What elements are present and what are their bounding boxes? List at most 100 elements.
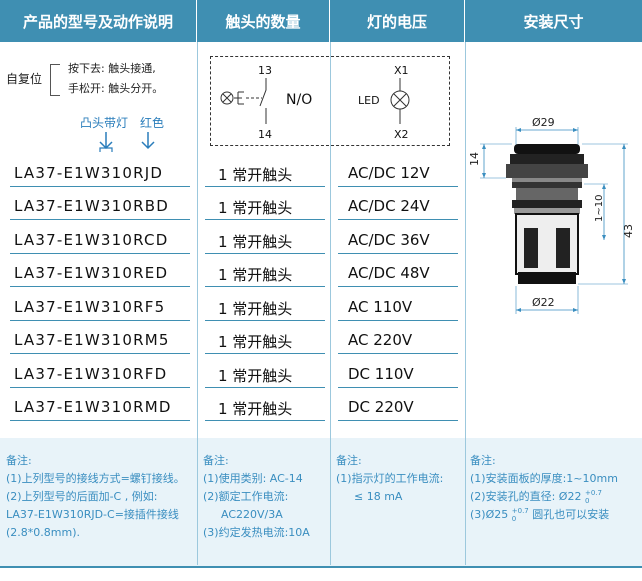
- note-line: (2)安装孔的直径: Ø22 +0.7 0: [470, 488, 640, 506]
- lamp-diagram: LED X1 X2: [358, 64, 410, 141]
- terminal-14-label: 14: [258, 128, 272, 141]
- note-line: AC220V/3A: [221, 508, 283, 521]
- note-line: (2)额定工作电流:: [203, 490, 289, 503]
- note-line: ≤ 18 mA: [354, 490, 403, 503]
- header-model: 产品的型号及动作说明: [0, 0, 197, 42]
- model-code: LA37-E1W310RED: [14, 264, 169, 282]
- row-rule: [205, 420, 325, 421]
- table-row: LA37-E1W310RCD 1 常开触头 AC/DC 36V: [0, 231, 642, 260]
- lamp-voltage: AC/DC 12V: [348, 164, 430, 182]
- table-row: LA37-E1W310RFD 1 常开触头 DC 110V: [0, 365, 642, 394]
- convex-lamp-label: 凸头带灯: [80, 116, 129, 130]
- row-rule: [338, 387, 458, 388]
- model-code: LA37-E1W310RM5: [14, 331, 170, 349]
- row-rule: [10, 320, 190, 321]
- alt-hole-text: (3)Ø25: [470, 508, 509, 521]
- header-contacts: 触头的数量: [197, 0, 330, 42]
- row-rule: [338, 253, 458, 254]
- lamp-voltage: AC/DC 24V: [348, 197, 430, 215]
- header-dimensions: 安装尺寸: [523, 12, 584, 31]
- note-line: (3)Ø25 +0.7 0 圆孔也可以安装: [470, 506, 640, 524]
- header-voltage: 灯的电压: [330, 0, 465, 42]
- row-rule: [205, 387, 325, 388]
- self-reset-label: 自复位: [6, 72, 43, 86]
- table-row: LA37-E1W310RMD 1 常开触头 DC 220V: [0, 398, 642, 427]
- row-rule: [338, 219, 458, 220]
- contact-count: 1 常开触头: [218, 199, 293, 217]
- row-rule: [205, 320, 325, 321]
- no-mode-label: N/O: [286, 92, 312, 108]
- note-line: (1)使用类别: AC-14: [203, 472, 303, 485]
- lamp-voltage: AC 110V: [348, 298, 413, 316]
- bottom-rule: [0, 566, 642, 568]
- dim-panel-range: 1~10: [594, 195, 605, 222]
- dim-height-14: 14: [468, 152, 481, 166]
- notes-column-3: 备注: (1)指示灯的工作电流: ≤ 18 mA: [336, 452, 464, 506]
- row-rule: [10, 186, 190, 187]
- contact-count: 1 常开触头: [218, 300, 293, 318]
- tolerance-plus: +0.7: [584, 489, 602, 497]
- note-title: 备注:: [203, 454, 229, 467]
- table-row: LA37-E1W310RM5 1 常开触头 AC 220V: [0, 331, 642, 360]
- row-rule: [10, 253, 190, 254]
- tolerance-zero: 0: [511, 515, 517, 523]
- lamp-voltage: AC 220V: [348, 331, 413, 349]
- contact-count: 1 常开触头: [218, 166, 293, 184]
- contact-count: 1 常开触头: [218, 333, 293, 351]
- table-row: LA37-E1W310RF5 1 常开触头 AC 110V: [0, 298, 642, 327]
- row-rule: [338, 186, 458, 187]
- column-divider: [197, 42, 198, 565]
- row-rule: [205, 186, 325, 187]
- row-rule: [205, 253, 325, 254]
- tolerance-plus: +0.7: [511, 507, 529, 515]
- brace-bracket: [50, 64, 60, 96]
- row-rule: [10, 420, 190, 421]
- led-label: LED: [358, 94, 380, 107]
- row-rule: [205, 219, 325, 220]
- row-rule: [205, 286, 325, 287]
- terminal-x1-label: X1: [394, 64, 409, 77]
- hole-diameter-text: (2)安装孔的直径: Ø22: [470, 490, 582, 503]
- row-rule: [338, 420, 458, 421]
- model-code: LA37-E1W310RBD: [14, 197, 170, 215]
- row-rule: [10, 219, 190, 220]
- lamp-voltage: AC/DC 48V: [348, 264, 430, 282]
- note-line: (1)安装面板的厚度:1~10mm: [470, 472, 618, 485]
- row-rule: [10, 353, 190, 354]
- terminal-13-label: 13: [258, 64, 272, 77]
- table-row: LA37-E1W310RED 1 常开触头 AC/DC 48V: [0, 264, 642, 293]
- model-code: LA37-E1W310RJD: [14, 164, 164, 182]
- release-text: 手松开: 触头分开。: [68, 82, 164, 95]
- table-header: 产品的型号及动作说明 触头的数量 灯的电压 安装尺寸: [0, 0, 642, 42]
- table-row: LA37-E1W310RJD 1 常开触头 AC/DC 12V: [0, 164, 642, 193]
- contact-count: 1 常开触头: [218, 367, 293, 385]
- tolerance: +0.7 0: [512, 507, 529, 523]
- note-line: (2.8*0.8mm).: [6, 526, 80, 539]
- action-description: 自复位 按下去: 触头接通, 手松开: 触头分开。 凸头带灯 红色: [0, 42, 197, 162]
- wiring-diagram: [210, 56, 450, 146]
- column-divider: [330, 42, 331, 565]
- notes-column-4: 备注: (1)安装面板的厚度:1~10mm (2)安装孔的直径: Ø22 +0.…: [470, 452, 640, 524]
- contact-count: 1 常开触头: [218, 266, 293, 284]
- row-rule: [205, 353, 325, 354]
- model-code: LA37-E1W310RF5: [14, 298, 166, 316]
- notes-column-1: 备注: (1)上列型号的接线方式=螺钉接线。 (2)上列型号的后面加-C , 例…: [6, 452, 196, 542]
- table-row: LA37-E1W310RBD 1 常开触头 AC/DC 24V: [0, 197, 642, 226]
- model-code: LA37-E1W310RFD: [14, 365, 168, 383]
- note-line: (1)上列型号的接线方式=螺钉接线。: [6, 472, 185, 485]
- tolerance-zero: 0: [584, 497, 590, 505]
- dim-height-43: 43: [622, 224, 635, 238]
- row-rule: [10, 286, 190, 287]
- row-rule: [338, 353, 458, 354]
- note-title: 备注:: [336, 454, 362, 467]
- column-divider: [465, 42, 466, 565]
- note-line: LA37-E1W310RJD-C=接插件接线: [6, 508, 179, 521]
- note-line: (1)指示灯的工作电流:: [336, 472, 444, 485]
- dimension-drawing: Ø29 14 1~10 43 Ø22: [468, 116, 635, 314]
- red-color-label: 红色: [140, 116, 165, 130]
- notes-band: [0, 438, 642, 568]
- dim-top-diameter: Ø29: [532, 116, 555, 129]
- note-line: (2)上列型号的后面加-C , 例如:: [6, 490, 158, 503]
- contact-count: 1 常开触头: [218, 400, 293, 418]
